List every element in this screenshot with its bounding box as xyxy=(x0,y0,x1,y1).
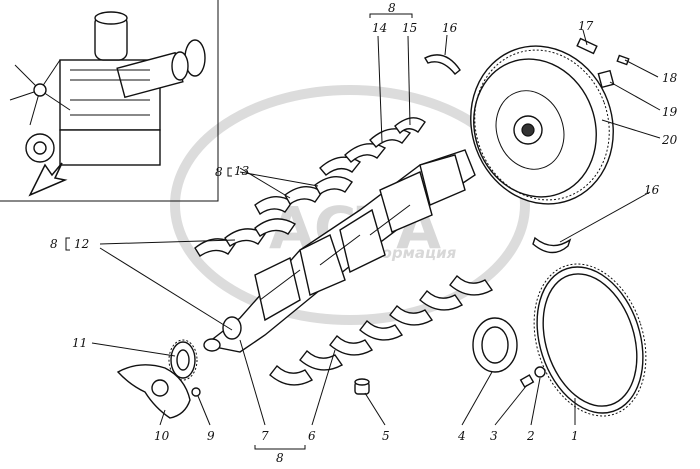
label-8-top: 8 xyxy=(388,1,396,15)
label-4: 4 xyxy=(457,429,466,443)
bolt-and-washer xyxy=(519,366,546,388)
label-6: 6 xyxy=(308,429,316,443)
upper-main-bearings xyxy=(319,117,426,176)
label-1: 1 xyxy=(571,429,579,443)
label-9: 9 xyxy=(207,429,215,443)
crankshaft xyxy=(203,149,476,353)
label-3: 3 xyxy=(490,429,498,443)
oil-thrower xyxy=(116,364,191,419)
flywheel xyxy=(470,45,614,205)
pilot-bushing xyxy=(354,378,370,395)
bolt-lock-plates xyxy=(576,37,630,89)
label-13: 13 xyxy=(234,164,250,178)
leader-lines xyxy=(65,13,661,450)
main-bearings-lower xyxy=(194,218,297,257)
lower-bearing-shells xyxy=(269,274,494,386)
label-5: 5 xyxy=(382,429,390,443)
label-16-right: 16 xyxy=(644,183,660,197)
label-15: 15 xyxy=(402,21,417,35)
label-16-top: 16 xyxy=(442,21,458,35)
crankshaft-gear xyxy=(168,339,198,381)
thrust-half-rings xyxy=(424,54,572,254)
label-2: 2 xyxy=(526,429,535,443)
label-17: 17 xyxy=(578,19,594,33)
ring-gear xyxy=(533,263,647,417)
label-7: 7 xyxy=(261,429,269,443)
engine-inset xyxy=(0,0,219,202)
label-19: 19 xyxy=(662,105,678,119)
label-10: 10 xyxy=(154,429,170,443)
connecting-rod-bearings-upper xyxy=(254,176,353,216)
label-8-13: 8 xyxy=(215,165,223,179)
woodruff-key xyxy=(191,387,201,397)
label-8-12: 8 xyxy=(50,237,58,251)
label-8-bottom: 8 xyxy=(276,451,284,465)
label-18: 18 xyxy=(662,71,678,85)
label-14: 14 xyxy=(372,21,387,35)
label-20: 20 xyxy=(661,133,678,147)
part-labels: 1 2 3 4 5 6 7 8 9 10 11 8 12 8 13 8 14 1… xyxy=(50,1,678,465)
label-12: 12 xyxy=(74,237,89,251)
rear-seal xyxy=(472,317,518,373)
label-11: 11 xyxy=(72,336,87,350)
